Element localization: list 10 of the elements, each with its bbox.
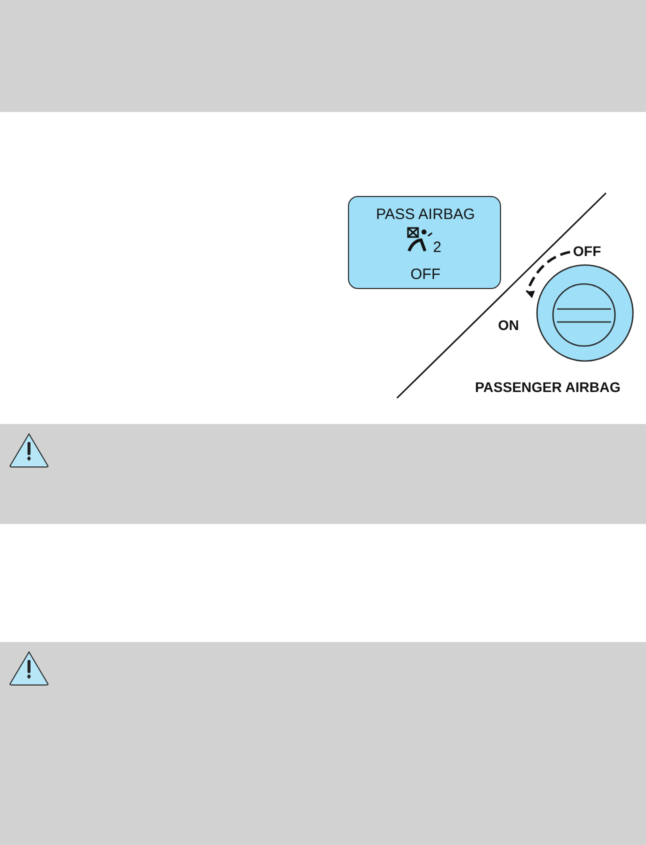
switch-position-label: ON xyxy=(498,318,519,332)
warning-band xyxy=(0,642,646,845)
switch-label: PASSENGER AIRBAG xyxy=(475,380,620,394)
display-title: PASS AIRBAG xyxy=(375,207,476,222)
indicator-display xyxy=(348,196,501,289)
note-band xyxy=(0,0,646,112)
warning-band xyxy=(0,424,646,524)
icon-index: 2 xyxy=(433,240,442,255)
display-status: OFF xyxy=(410,267,442,282)
switch-position-label: OFF xyxy=(573,244,601,258)
